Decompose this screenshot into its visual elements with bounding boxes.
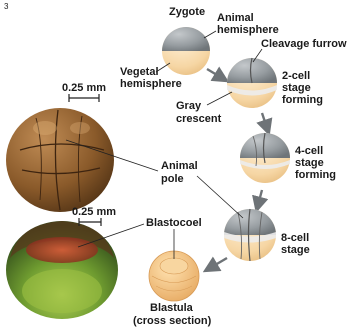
leader-gray-crescent: [207, 92, 232, 105]
label-2cell-1: 2-cell: [282, 70, 310, 82]
label-vegetal-hemisphere-1: Vegetal: [120, 66, 159, 78]
arrow-zygote-to-2cell: [207, 69, 222, 78]
label-gray-crescent-2: crescent: [176, 113, 222, 125]
label-8cell-1: 8-cell: [281, 232, 309, 244]
label-2cell-2: stage: [282, 82, 311, 94]
photo-blastula-cross-section: [6, 221, 118, 319]
scale-bar-top-label: 0.25 mm: [62, 82, 106, 94]
label-animal-pole-1: Animal: [161, 160, 198, 172]
photo-eight-cell-embryo: [6, 108, 114, 212]
four-cell-embryo: [240, 133, 290, 183]
arrow-4cell-to-8cell: [258, 190, 262, 205]
label-animal-hemisphere-1: Animal: [217, 12, 254, 24]
label-2cell-3: forming: [282, 94, 323, 106]
label-4cell-2: stage: [295, 157, 324, 169]
label-4cell-3: forming: [295, 169, 336, 181]
scale-bar-bottom-label: 0.25 mm: [72, 206, 116, 218]
label-zygote: Zygote: [169, 6, 205, 18]
eight-cell-embryo: [224, 209, 276, 261]
arrow-2cell-to-4cell: [262, 113, 267, 128]
label-8cell-2: stage: [281, 244, 310, 256]
scale-bar-top: [69, 94, 99, 102]
two-cell-embryo: [227, 58, 277, 108]
label-blastula-2: (cross section): [133, 315, 212, 327]
figure-number: 3: [4, 2, 9, 11]
label-animal-pole-2: pole: [161, 173, 184, 185]
leader-animal-pole-drawing: [197, 176, 243, 218]
label-4cell-1: 4-cell: [295, 145, 323, 157]
label-animal-hemisphere-2: hemisphere: [217, 24, 279, 36]
zygote-cell: [162, 27, 210, 75]
leader-animal-hemisphere: [204, 31, 216, 38]
label-blastocoel: Blastocoel: [146, 217, 202, 229]
label-blastula-1: Blastula: [150, 302, 194, 314]
label-cleavage-furrow: Cleavage furrow: [261, 38, 347, 50]
label-vegetal-hemisphere-2: hemisphere: [120, 78, 182, 90]
arrow-8cell-to-blastula: [210, 258, 227, 268]
label-gray-crescent-1: Gray: [176, 100, 202, 112]
